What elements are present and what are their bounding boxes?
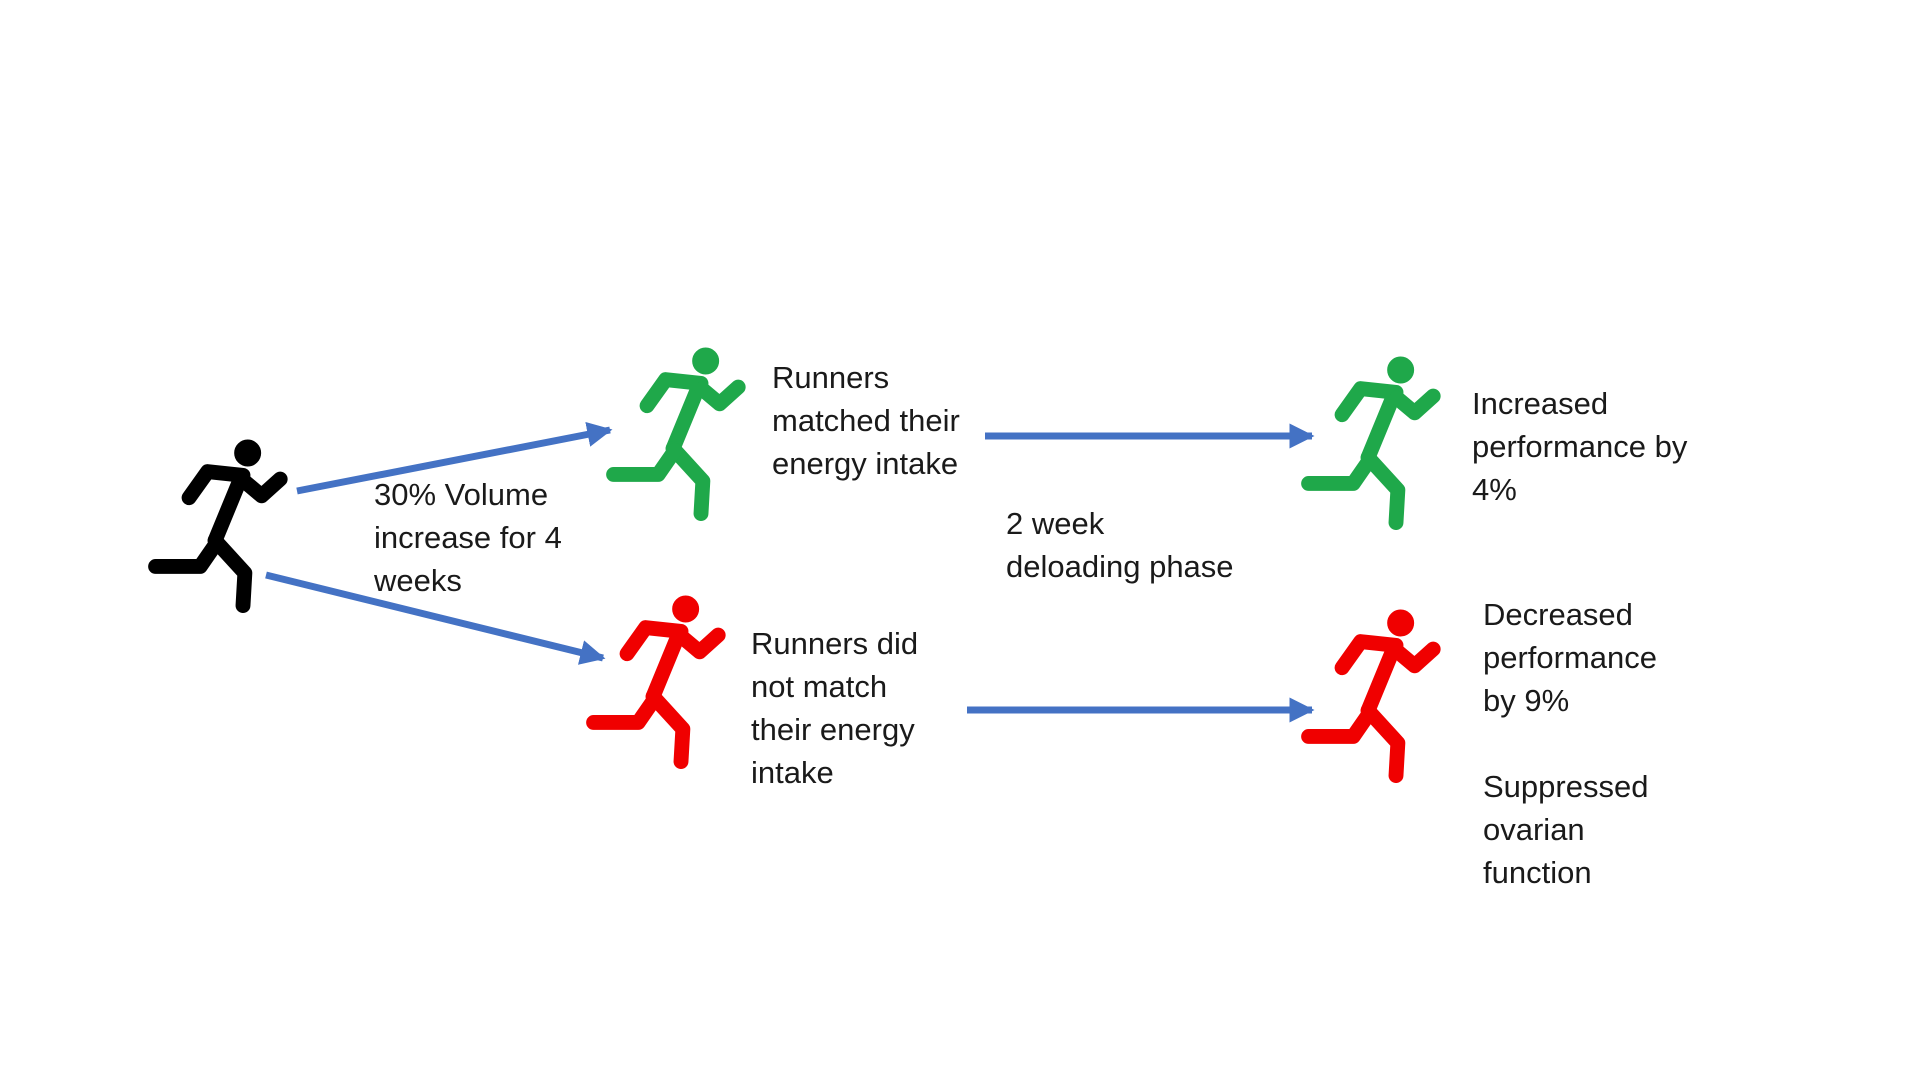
running-person-icon-unmatched (594, 596, 719, 762)
deloading-phase-line: deloading phase (1006, 549, 1234, 584)
volume-increase-line: increase for 4 (374, 520, 562, 555)
ovarian-function-line: ovarian (1483, 812, 1585, 847)
matched-runners-label: Runners matched their energy intake (772, 356, 960, 485)
ovarian-function-line: Suppressed (1483, 769, 1649, 804)
unmatched-runners-label: Runners did not match their energy intak… (751, 622, 918, 794)
volume-increase-line: 30% Volume (374, 477, 549, 512)
volume-increase-line: weeks (374, 563, 462, 598)
increased-performance-label: Increased performance by 4% (1472, 382, 1687, 511)
unmatched-runners-line: not match (751, 669, 888, 704)
decreased-performance-label: Decreased performance by 9% Suppressed o… (1483, 593, 1657, 894)
deloading-phase-line: 2 week (1006, 506, 1105, 541)
matched-runners-line: Runners (772, 360, 890, 395)
unmatched-runners-line: Runners did (751, 626, 919, 661)
decreased-performance-line: performance (1483, 640, 1658, 675)
label-spacer (1483, 722, 1657, 765)
matched-runners-line: matched their (772, 403, 960, 438)
running-person-icon-matched (614, 348, 739, 514)
volume-increase-label: 30% Volume increase for 4 weeks (374, 473, 562, 602)
unmatched-runners-line: intake (751, 755, 834, 790)
increased-performance-line: 4% (1472, 472, 1517, 507)
matched-runners-line: energy intake (772, 446, 959, 481)
deloading-phase-label: 2 week deloading phase (1006, 502, 1234, 588)
increased-performance-line: Increased (1472, 386, 1609, 421)
unmatched-runners-line: their energy (751, 712, 915, 747)
increased-performance-line: performance by (1472, 429, 1688, 464)
running-person-icon-outcome-matched (1309, 357, 1434, 523)
decreased-performance-line: by 9% (1483, 683, 1570, 718)
arrow-start-to-unmatched (265, 571, 606, 665)
arrow-start-to-matched (296, 421, 613, 495)
running-person-icon-outcome-unmatched (1309, 610, 1434, 776)
ovarian-function-line: function (1483, 855, 1592, 890)
running-person-icon-start (156, 440, 281, 606)
decreased-performance-line: Decreased (1483, 597, 1633, 632)
